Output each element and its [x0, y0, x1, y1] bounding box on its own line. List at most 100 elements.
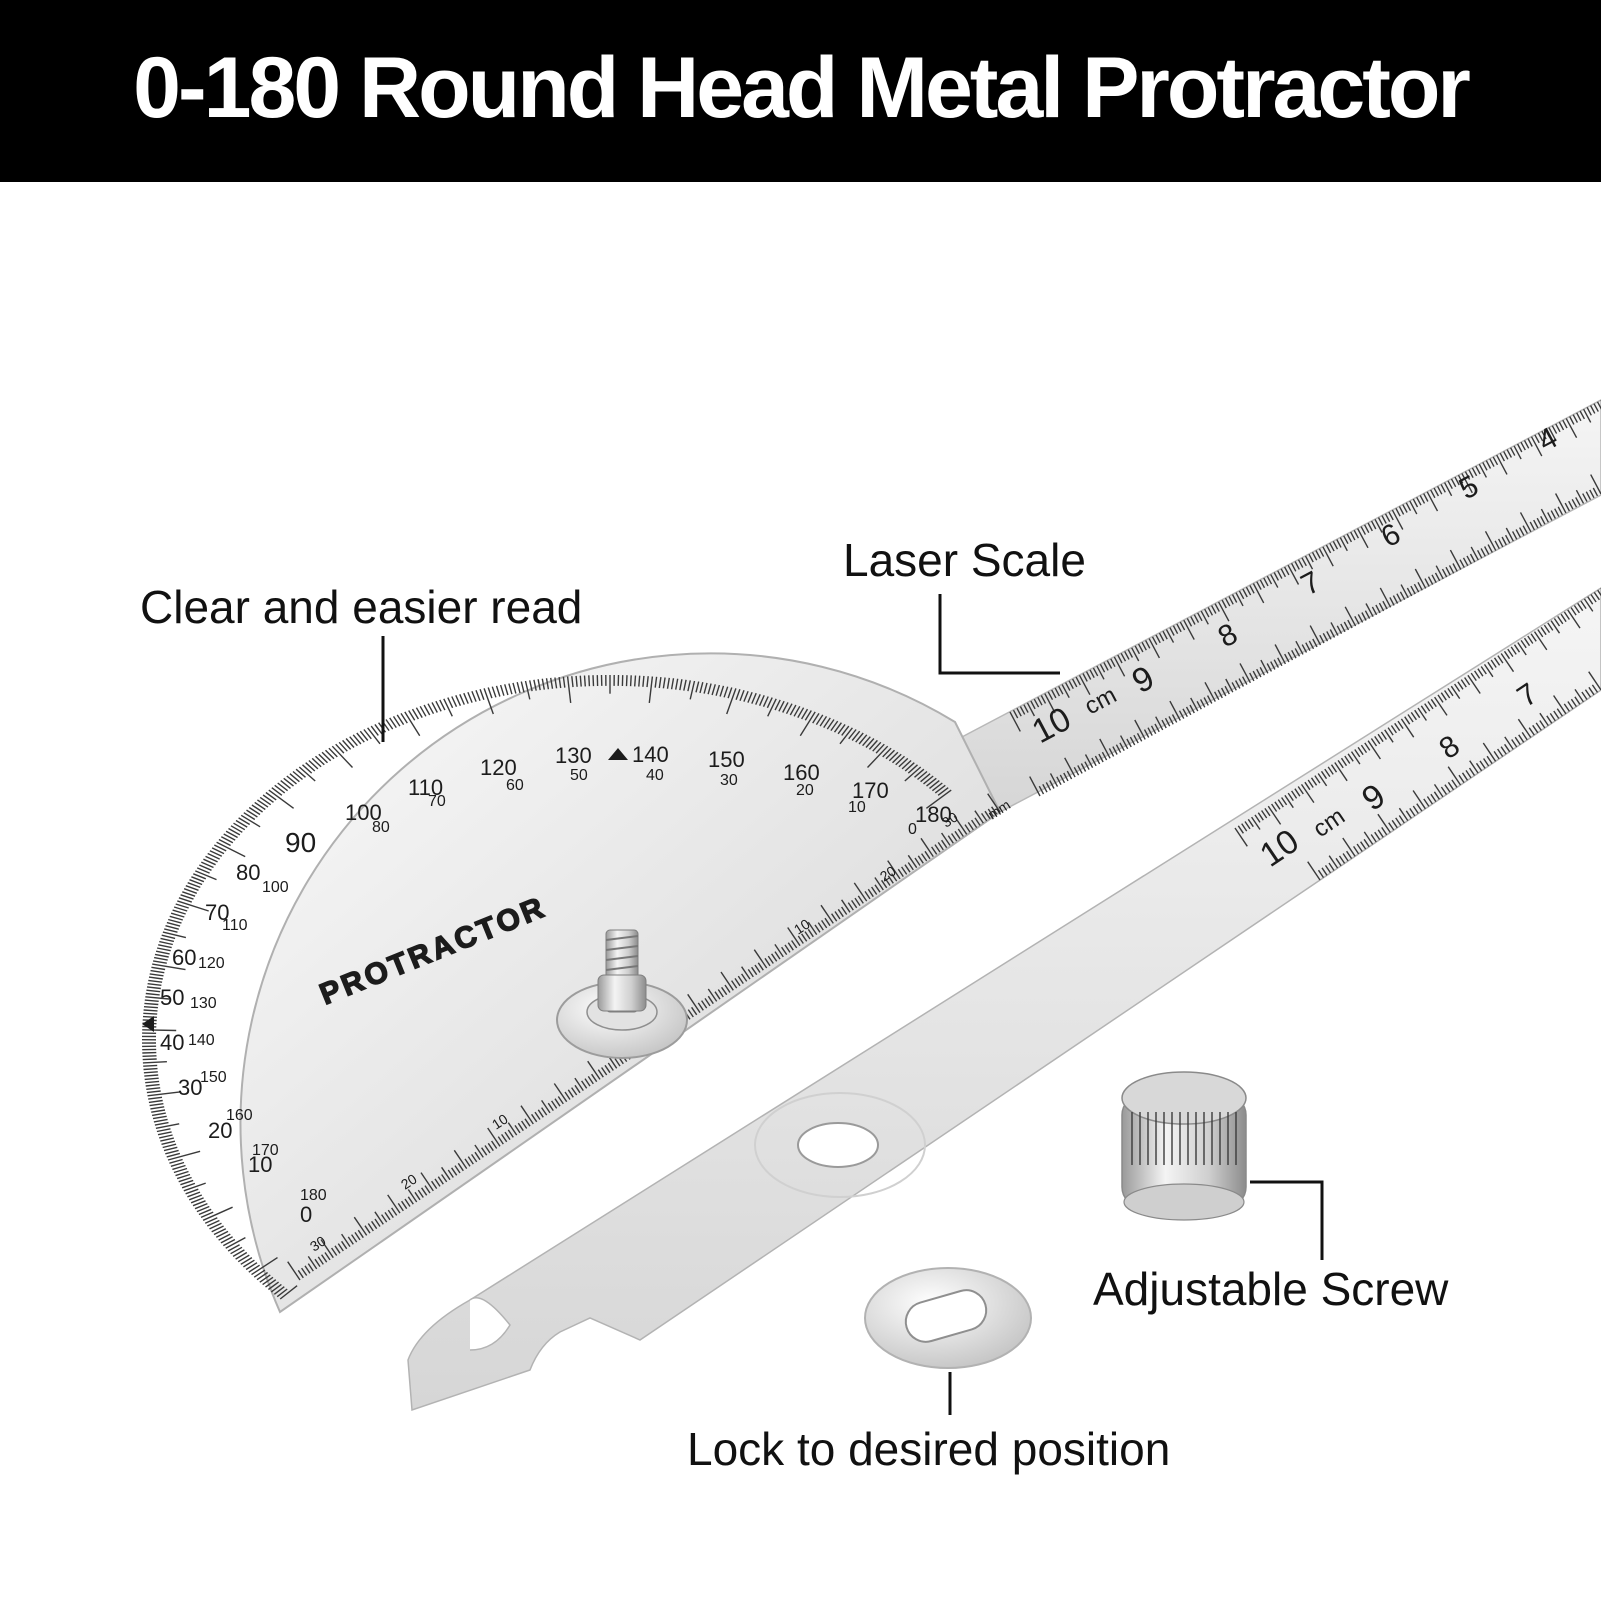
- scale-tick: [814, 924, 821, 933]
- scale-tick: [1365, 603, 1374, 618]
- scale-tick: [841, 899, 851, 913]
- scale-tick: [1270, 661, 1276, 670]
- scale-tick: [1536, 517, 1543, 527]
- scale-tick: [1257, 812, 1264, 821]
- scale-tick: [354, 1232, 361, 1241]
- scale-tick: [431, 702, 438, 713]
- scale-tick: [819, 716, 828, 727]
- scale-tick: [504, 684, 509, 696]
- scale-tick: [286, 775, 297, 785]
- scale-tick: [353, 1216, 368, 1236]
- svg-text:130: 130: [190, 995, 217, 1012]
- scale-tick: [923, 775, 934, 785]
- scale-tick: [1340, 757, 1348, 767]
- scale-tick: [459, 694, 465, 705]
- scale-tick: [1317, 869, 1325, 878]
- scale-tick: [892, 753, 902, 764]
- scale-tick: [888, 751, 899, 762]
- scale-tick: [562, 676, 566, 688]
- svg-text:170: 170: [852, 778, 889, 803]
- scale-tick: [1522, 525, 1529, 534]
- scale-tick: [1319, 634, 1325, 644]
- scale-tick: [1144, 640, 1151, 649]
- scale-tick: [1419, 495, 1426, 504]
- scale-tick: [1427, 576, 1434, 585]
- scale-tick: [941, 832, 951, 846]
- scale-tick: [791, 940, 798, 949]
- scale-tick: [1291, 649, 1297, 659]
- scale-tick: [1416, 496, 1422, 506]
- scale-tick: [321, 1254, 328, 1263]
- scale-tick: [193, 873, 207, 880]
- scale-tick: [160, 1137, 174, 1142]
- svg-text:180: 180: [300, 1187, 327, 1204]
- scale-tick: [1426, 796, 1433, 805]
- scale-tick: [1030, 700, 1036, 710]
- svg-text:120: 120: [480, 755, 517, 780]
- scale-tick: [1336, 539, 1342, 548]
- svg-text:70: 70: [205, 900, 229, 925]
- scale-tick: [1329, 542, 1335, 552]
- scale-tick: [1266, 663, 1273, 672]
- scale-tick: [359, 730, 369, 741]
- scale-tick: [1445, 566, 1451, 576]
- scale-tick: [1066, 770, 1073, 780]
- scale-tick: [1165, 629, 1175, 643]
- scale-tick: [797, 707, 805, 718]
- svg-text:120: 120: [198, 955, 225, 972]
- scale-tick: [1390, 725, 1397, 734]
- scale-tick: [225, 1236, 246, 1249]
- scale-tick: [1480, 548, 1486, 557]
- svg-text:40: 40: [646, 767, 664, 784]
- scale-tick: [374, 1211, 384, 1225]
- scale-tick: [920, 773, 931, 783]
- callout-clear-read: Clear and easier read: [140, 581, 583, 633]
- scale-tick: [947, 835, 954, 844]
- scale-tick: [1075, 676, 1081, 686]
- scale-tick: [1314, 775, 1321, 784]
- scale-tick: [574, 1077, 584, 1091]
- scale-tick: [787, 927, 801, 947]
- scale-tick: [1332, 540, 1339, 550]
- scale-tick: [566, 676, 572, 703]
- scale-tick: [1451, 779, 1458, 788]
- scale-tick: [1106, 660, 1113, 669]
- scale-tick: [914, 857, 921, 866]
- scale-tick: [1247, 818, 1254, 828]
- scale-tick: [1169, 700, 1181, 721]
- scale-tick: [148, 979, 163, 983]
- svg-text:20: 20: [398, 1170, 420, 1192]
- scale-tick: [1562, 419, 1568, 429]
- scale-tick: [545, 678, 550, 690]
- scale-tick: [754, 964, 761, 973]
- scale-tick: [917, 855, 924, 864]
- scale-tick: [1273, 659, 1280, 668]
- scale-tick: [1361, 612, 1367, 621]
- scale-tick: [211, 1225, 224, 1233]
- scale-tick: [1434, 696, 1448, 716]
- scale-tick: [287, 1261, 301, 1281]
- scale-tick: [213, 1228, 227, 1236]
- scale-tick: [1277, 657, 1283, 667]
- scale-tick: [1290, 562, 1297, 572]
- scale-tick: [419, 705, 427, 717]
- scale-tick: [1134, 645, 1141, 655]
- scale-tick: [1384, 513, 1391, 523]
- scale-tick: [1190, 616, 1196, 625]
- scale-tick: [143, 1067, 158, 1071]
- angle-scale-ticks: [141, 674, 952, 1300]
- pivot-bolt: [556, 929, 688, 1059]
- scale-tick: [162, 931, 187, 939]
- scale-tick: [1434, 572, 1441, 582]
- scale-tick: [520, 681, 525, 693]
- banner-title: 0-180 Round Head Metal Protractor: [133, 40, 1471, 136]
- scale-tick: [144, 1002, 159, 1006]
- scale-tick: [144, 999, 159, 1002]
- scale-tick: [1200, 610, 1209, 625]
- scale-tick: [1367, 740, 1381, 760]
- scale-tick: [276, 1288, 288, 1298]
- scale-tick: [392, 716, 401, 727]
- scale-tick: [1108, 748, 1115, 757]
- scale-tick: [1564, 502, 1571, 512]
- svg-text:140: 140: [188, 1032, 215, 1049]
